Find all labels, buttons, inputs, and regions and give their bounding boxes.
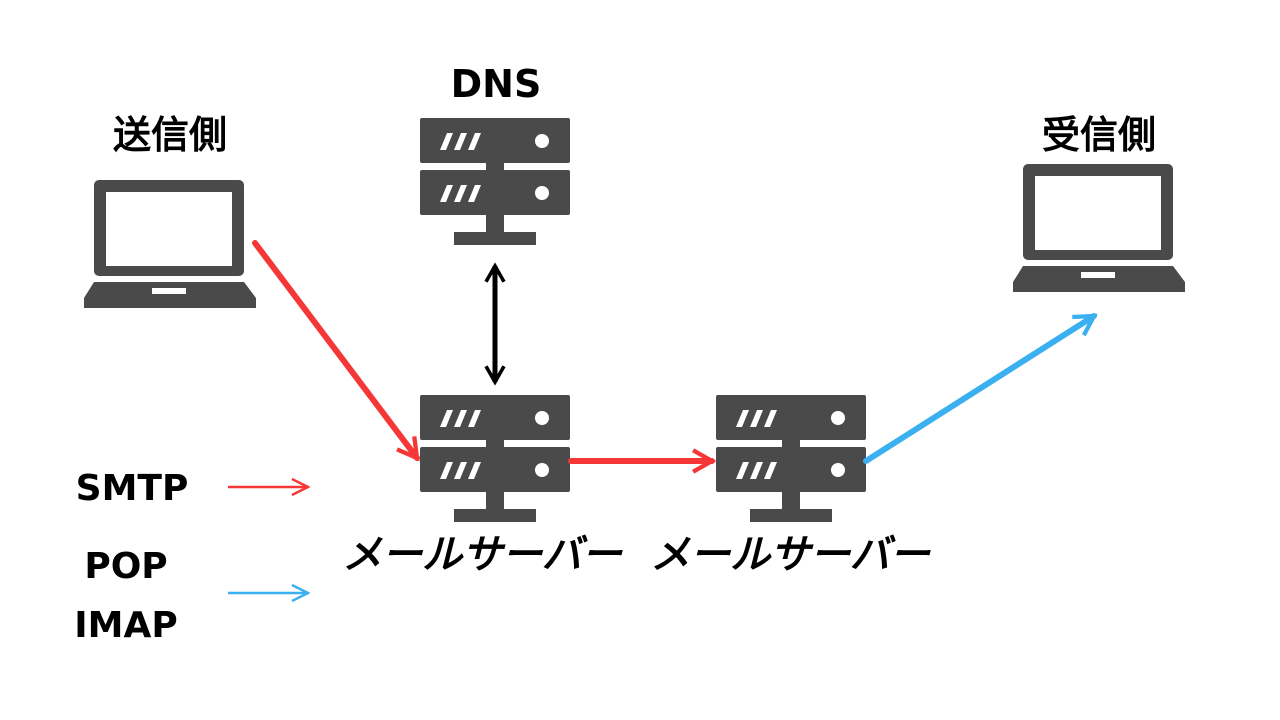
legend-smtp-label: SMTP: [76, 468, 189, 509]
smtp-arrow-sender-to-server: [252, 240, 420, 462]
mail-server-right-icon: [716, 395, 866, 522]
receiver-label: 受信側: [1042, 113, 1156, 157]
sender-laptop-icon: [84, 180, 256, 308]
dns-label: DNS: [451, 62, 542, 106]
mail-server-right-label: メールサーバー: [650, 532, 932, 578]
mail-server-left-icon: [420, 395, 570, 522]
receiver-laptop-icon: [1013, 164, 1185, 292]
dns-server-icon: [420, 118, 570, 245]
legend-pop-label: POP: [84, 546, 167, 587]
pop-imap-arrow-server-to-receiver: [863, 313, 1098, 464]
sender-label: 送信側: [113, 113, 227, 157]
mail-server-left-label: メールサーバー: [342, 532, 624, 578]
legend-imap-label: IMAP: [74, 605, 177, 646]
